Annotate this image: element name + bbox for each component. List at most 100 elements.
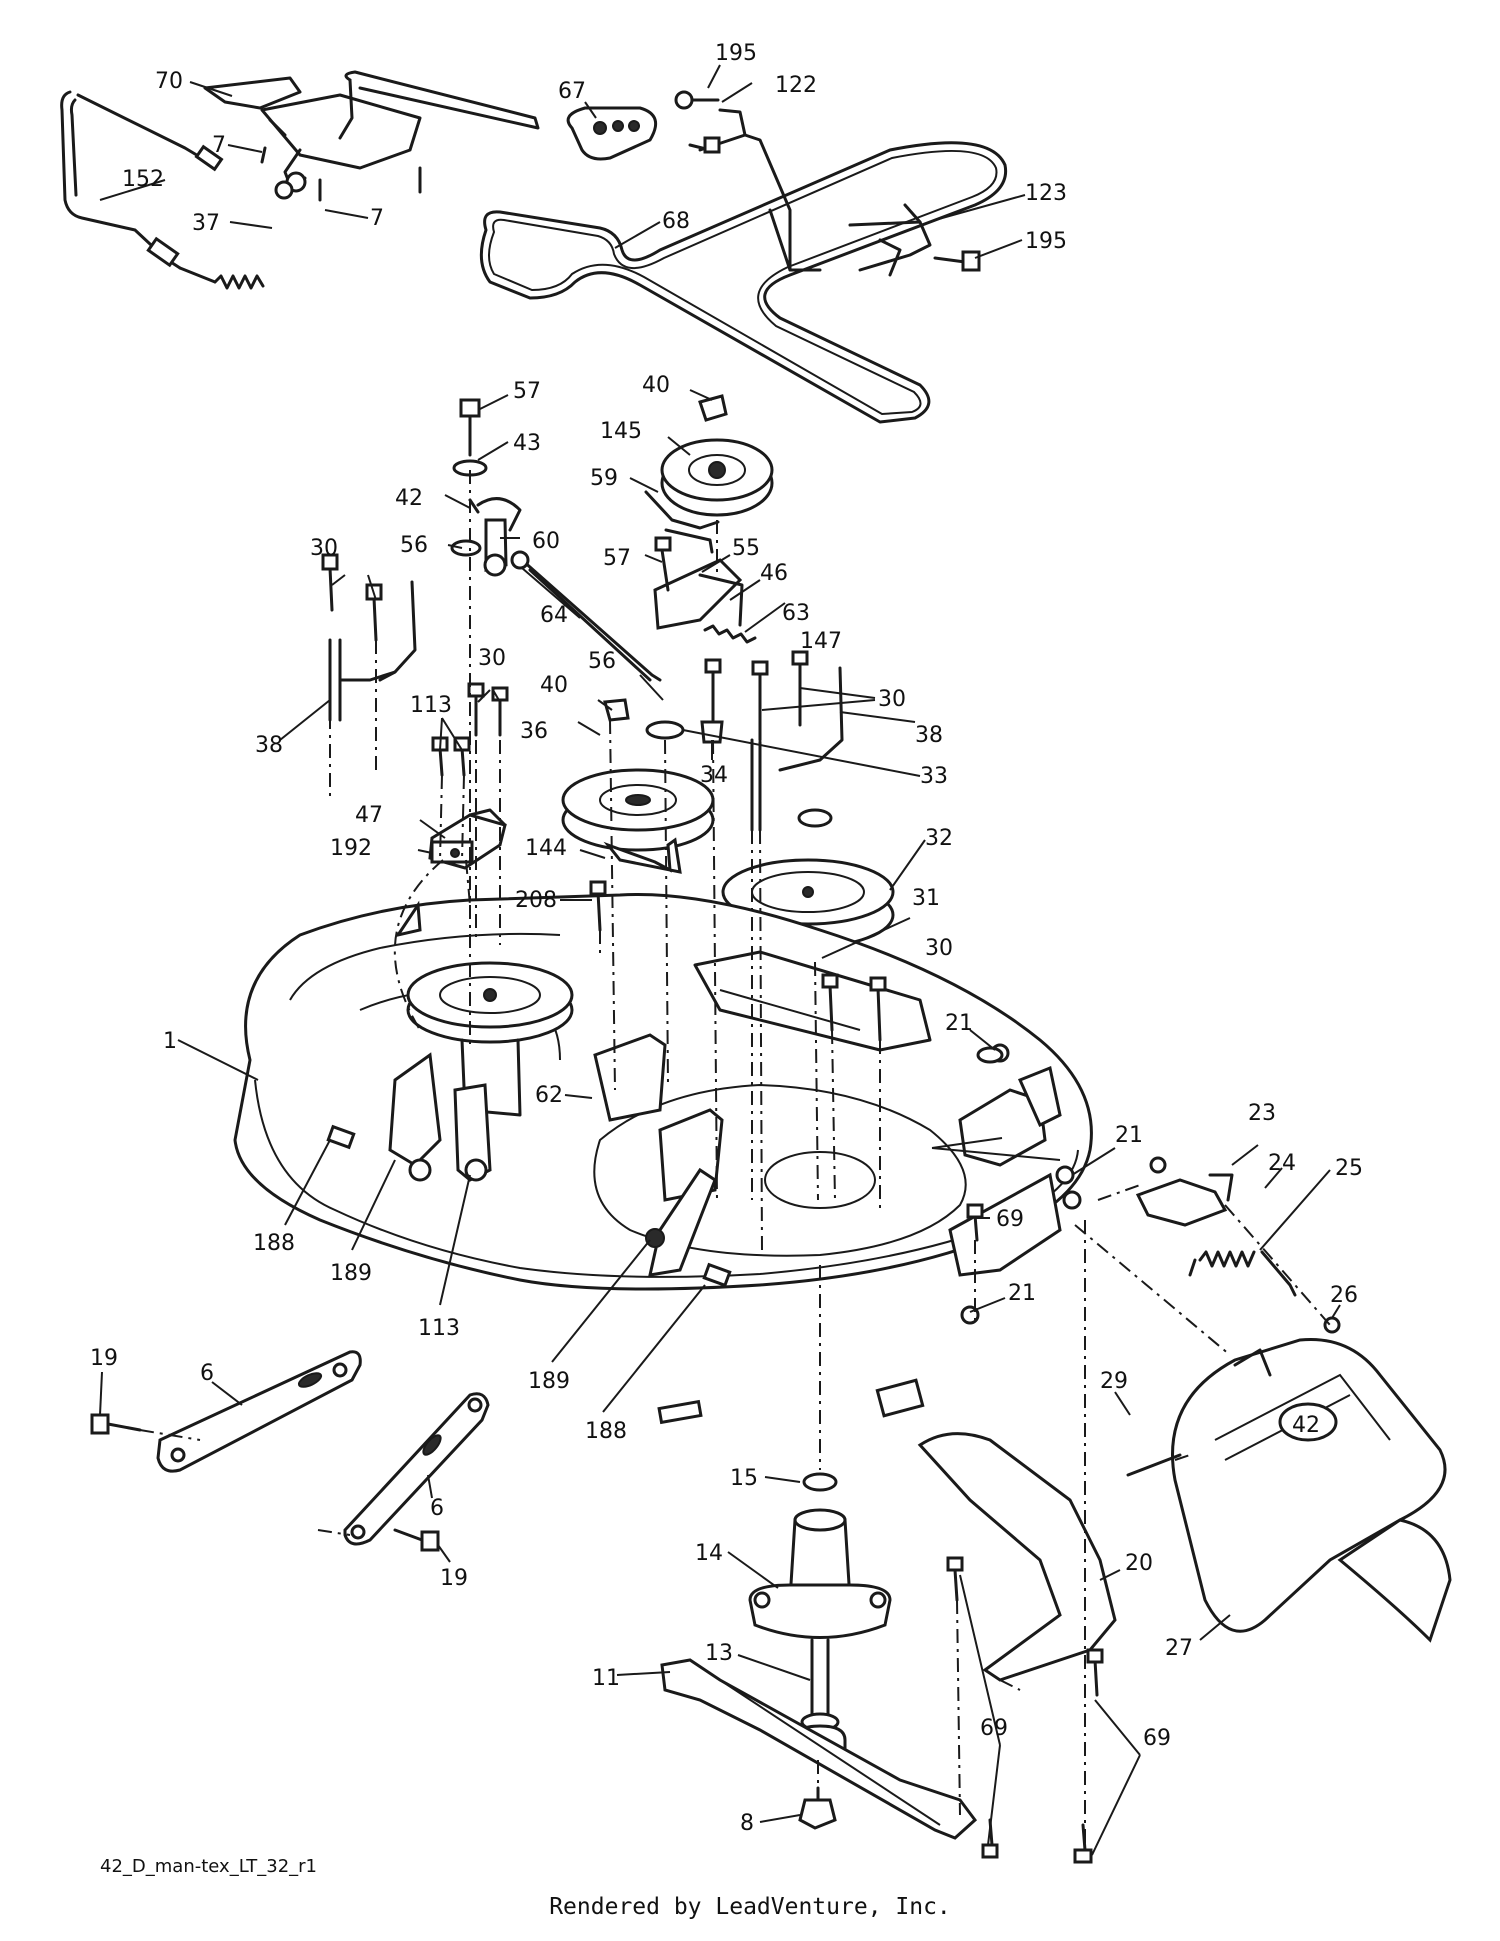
- blade-11: [660, 1658, 978, 1840]
- label-7: 7: [370, 206, 384, 231]
- label-47: 47: [355, 803, 383, 828]
- label-15: 15: [730, 1466, 758, 1491]
- spring-25: [1188, 1250, 1297, 1297]
- label-8: 8: [740, 1811, 754, 1836]
- label-113: 113: [410, 693, 452, 718]
- label-13: 13: [705, 1641, 733, 1666]
- label-21: 21: [1115, 1123, 1143, 1148]
- label-40: 40: [642, 373, 670, 398]
- label-69: 69: [980, 1716, 1008, 1741]
- label-30: 30: [310, 536, 338, 561]
- label-68: 68: [662, 209, 690, 234]
- diagram-code: 42_D_man-tex_LT_32_r1: [100, 1856, 318, 1877]
- label-38: 38: [915, 723, 943, 748]
- label-6: 6: [430, 1496, 444, 1521]
- belt-guide-rods: [688, 108, 932, 277]
- label-29: 29: [1100, 1369, 1128, 1394]
- label-69: 69: [996, 1207, 1024, 1232]
- label-30: 30: [878, 687, 906, 712]
- label-20: 20: [1125, 1551, 1153, 1576]
- label-122: 122: [775, 73, 817, 98]
- label-19: 19: [90, 1346, 118, 1371]
- label-36: 36: [520, 719, 548, 744]
- label-60: 60: [532, 529, 560, 554]
- label-144: 144: [525, 836, 567, 861]
- chute-badge-42: 42: [1292, 1413, 1320, 1438]
- lift-link-6-a: [156, 1350, 362, 1473]
- label-37: 37: [192, 211, 220, 236]
- spindle-assembly: [748, 1472, 892, 1756]
- label-46: 46: [760, 561, 788, 586]
- label-63: 63: [782, 601, 810, 626]
- bolt-19-b: [393, 1528, 440, 1552]
- lift-lever-assembly: [60, 70, 540, 290]
- label-62: 62: [535, 1083, 563, 1108]
- label-24: 24: [1268, 1151, 1296, 1176]
- label-69: 69: [1143, 1726, 1171, 1751]
- label-27: 27: [1165, 1636, 1193, 1661]
- label-56: 56: [588, 649, 616, 674]
- lift-link-6-b: [343, 1392, 490, 1546]
- left-hanger-38: [328, 580, 417, 722]
- label-113: 113: [418, 1316, 460, 1341]
- label-189: 189: [330, 1261, 372, 1286]
- label-57: 57: [603, 546, 631, 571]
- label-23: 23: [1248, 1101, 1276, 1126]
- label-188: 188: [585, 1419, 627, 1444]
- label-59: 59: [590, 466, 618, 491]
- label-30: 30: [478, 646, 506, 671]
- label-56: 56: [400, 533, 428, 558]
- alignment-lines: [139, 470, 1331, 1845]
- label-30: 30: [925, 936, 953, 961]
- bolt-19-a: [90, 1413, 142, 1435]
- label-25: 25: [1335, 1156, 1363, 1181]
- label-192: 192: [330, 836, 372, 861]
- label-32: 32: [925, 826, 953, 851]
- leader-lines: [99, 64, 1341, 1856]
- render-credit: Rendered by LeadVenture, Inc.: [549, 1894, 951, 1920]
- label-11: 11: [592, 1666, 620, 1691]
- bolts-and-washers: [321, 90, 1182, 1864]
- label-6: 6: [200, 1361, 214, 1386]
- label-55: 55: [732, 536, 760, 561]
- label-40: 40: [540, 673, 568, 698]
- label-195: 195: [1025, 229, 1067, 254]
- label-14: 14: [695, 1541, 723, 1566]
- label-1: 1: [163, 1029, 177, 1054]
- label-123: 123: [1025, 181, 1067, 206]
- label-57: 57: [513, 379, 541, 404]
- label-21: 21: [1008, 1281, 1036, 1306]
- label-42: 42: [395, 486, 423, 511]
- mower-deck-housing: [233, 892, 1093, 1425]
- label-67: 67: [558, 79, 586, 104]
- idler-arm-assembly: [510, 394, 774, 682]
- label-189: 189: [528, 1369, 570, 1394]
- bolt-8: [798, 1786, 837, 1830]
- left-bracket-47: [428, 808, 507, 870]
- mulch-plate-20: [917, 1432, 1117, 1682]
- label-208: 208: [515, 888, 557, 913]
- label-188: 188: [253, 1231, 295, 1256]
- deck-badge-pad: [566, 106, 658, 161]
- label-195: 195: [715, 41, 757, 66]
- label-31: 31: [912, 886, 940, 911]
- label-26: 26: [1330, 1283, 1358, 1308]
- label-7: 7: [212, 133, 226, 158]
- label-70: 70: [155, 69, 183, 94]
- pulley-36-idler: [561, 768, 715, 874]
- mulch-bracket-23: [1135, 1173, 1234, 1227]
- label-64: 64: [540, 603, 568, 628]
- label-21: 21: [945, 1011, 973, 1036]
- label-43: 43: [513, 431, 541, 456]
- label-145: 145: [600, 419, 642, 444]
- label-152: 152: [122, 167, 164, 192]
- deck-hardware-small: [326, 1043, 1341, 1334]
- label-147: 147: [800, 629, 842, 654]
- part-number-labels: 70 7 7 152 37 67 195 122 68 123 195 57 4…: [90, 41, 1363, 1836]
- drive-belt: [479, 141, 1008, 424]
- label-33: 33: [920, 764, 948, 789]
- label-38: 38: [255, 733, 283, 758]
- label-34: 34: [700, 763, 728, 788]
- discharge-chute-27: 42: [1171, 1337, 1452, 1643]
